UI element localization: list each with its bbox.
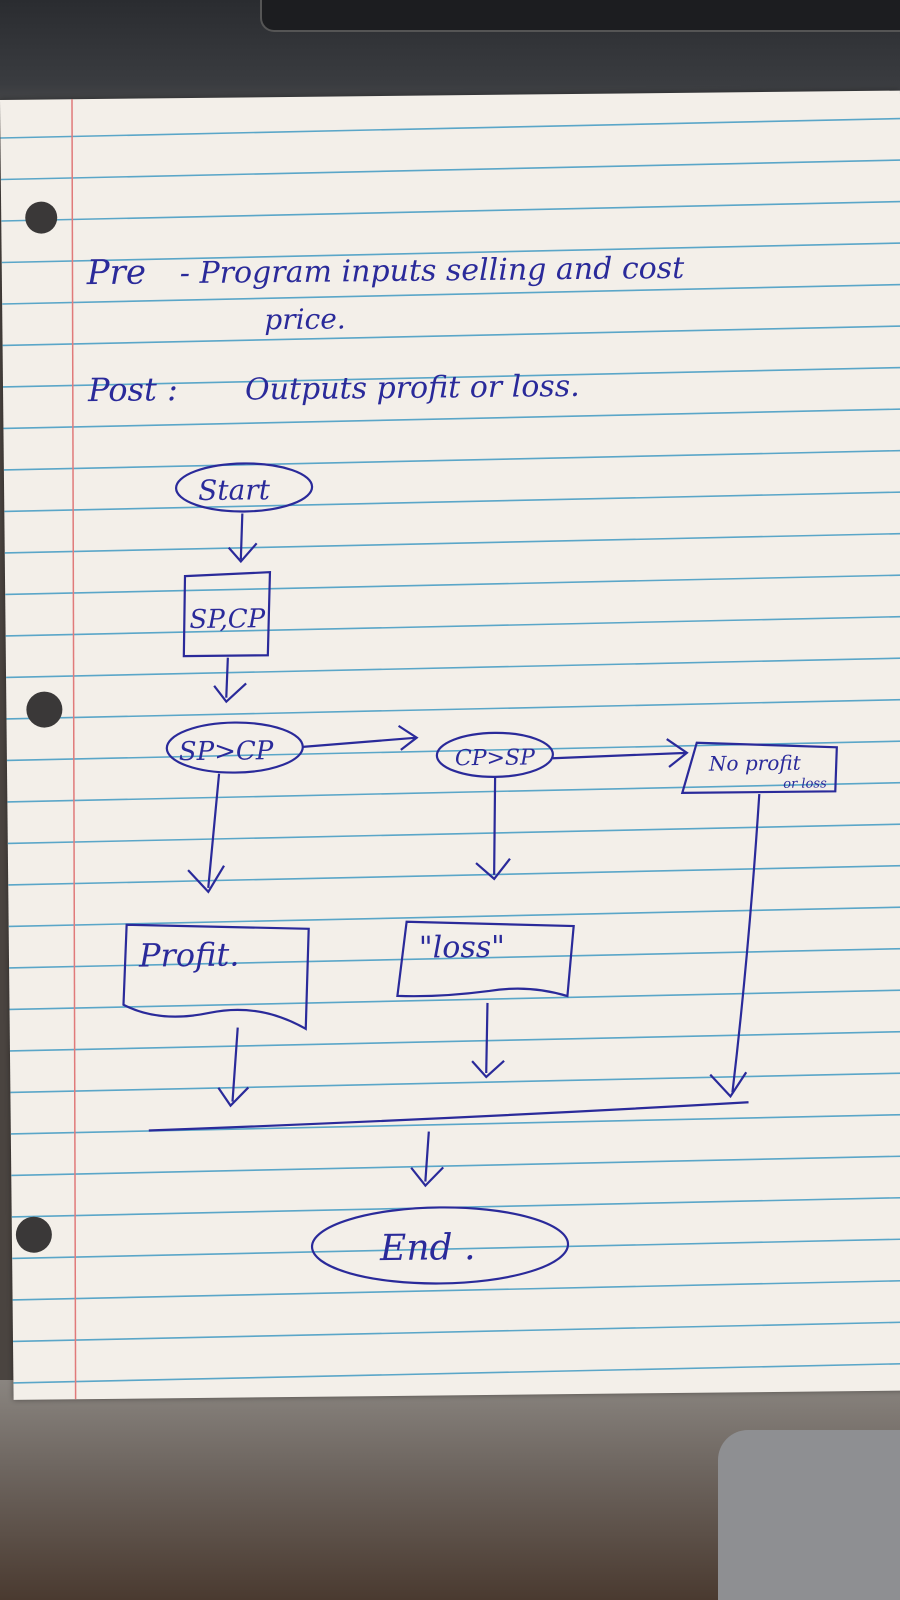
decision2-label: CP>SP [455, 745, 536, 771]
profit-output-label: Profit. [138, 936, 240, 975]
ruled-line [2, 283, 900, 305]
ruled-line [12, 1321, 900, 1343]
ruled-line [12, 1238, 900, 1260]
end-terminator [310, 1206, 570, 1285]
arrow-decision2-to-loss [475, 776, 511, 881]
end-label: End . [379, 1227, 476, 1269]
margin-line [71, 99, 77, 1400]
loss-output-label: "loss" [419, 930, 505, 966]
no-profit-label-line1: No profit [708, 751, 802, 776]
ruled-line [4, 532, 900, 554]
ruled-line [4, 491, 900, 513]
merge-line [148, 1101, 749, 1132]
ruled-line [1, 242, 900, 264]
profit-output-box [122, 923, 310, 1031]
arrow-loss-to-merge [471, 1002, 505, 1079]
input-box [182, 571, 272, 658]
post-label: Post : [87, 370, 178, 409]
pre-description-line1: - Program inputs selling and cost [180, 251, 686, 291]
arrow-input-to-decision [213, 657, 247, 704]
ruled-line [11, 1155, 900, 1177]
loss-output-box [396, 920, 575, 998]
arrow-merge-to-end [410, 1131, 444, 1188]
ruled-line [9, 947, 900, 969]
pre-label: Pre [86, 252, 147, 293]
pre-description-line2: price. [264, 302, 346, 336]
arrow-profit-to-merge [217, 1027, 250, 1108]
ruled-line [5, 574, 900, 596]
arrow-decision1-to-profit [187, 773, 225, 894]
punch-hole [15, 1216, 52, 1253]
ruled-line [1, 200, 900, 222]
ruled-line [0, 159, 900, 181]
punch-hole [26, 691, 63, 728]
ruled-line [7, 823, 900, 845]
ruled-line [0, 117, 900, 139]
input-label: SP,CP [189, 604, 266, 635]
ruled-line [9, 1030, 900, 1052]
arrow-decision1-to-decision2 [302, 724, 419, 751]
no-profit-label-line2: or loss [783, 776, 827, 791]
ruled-line [10, 1072, 900, 1094]
laptop-screen-edge [260, 0, 900, 32]
arrow-start-to-input [227, 513, 258, 564]
ruled-line [3, 408, 900, 430]
flowchart [122, 462, 838, 1285]
punch-hole [25, 201, 58, 234]
arrow-noprofit-to-merge [709, 794, 761, 1099]
post-description: Outputs profit or loss. [245, 369, 580, 408]
notebook-paper: Pre - Program inputs selling and cost pr… [0, 90, 900, 1400]
ruled-line [3, 449, 900, 471]
ruled-line [7, 781, 900, 803]
ruled-line [6, 657, 900, 679]
start-label: Start [198, 473, 271, 507]
ruled-line [12, 1279, 900, 1301]
ruled-line [8, 864, 900, 886]
decision1-label: SP>CP [179, 736, 274, 767]
ruled-line [5, 615, 900, 637]
ruled-line [6, 698, 900, 720]
start-terminator [174, 462, 314, 513]
arrow-decision2-to-noprofit [552, 738, 689, 768]
ruled-line [2, 325, 900, 347]
ruled-lines [0, 117, 900, 1384]
ruled-line [2, 366, 900, 388]
paper-sheet: Pre - Program inputs selling and cost pr… [0, 99, 900, 1400]
ruled-line [13, 1362, 900, 1384]
ruled-line [9, 989, 900, 1011]
ruled-line [8, 906, 900, 928]
sleeve-background [718, 1430, 900, 1600]
no-profit-box [680, 741, 838, 795]
